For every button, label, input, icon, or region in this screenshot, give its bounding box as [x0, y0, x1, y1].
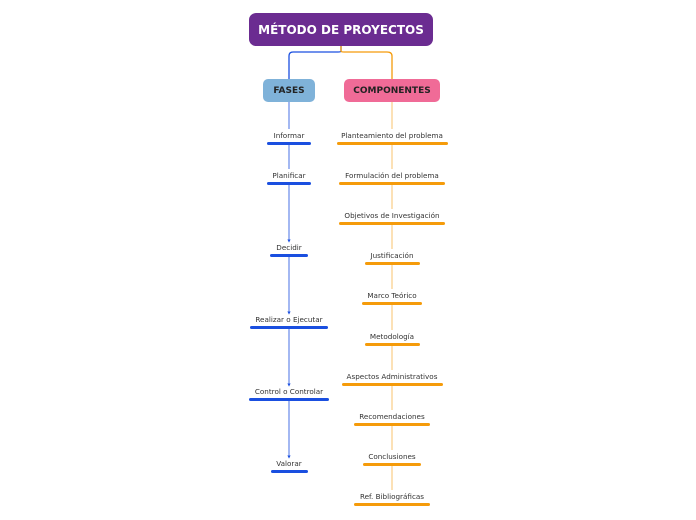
- componentes-item-label[interactable]: Conclusiones: [368, 452, 416, 461]
- componentes-item-label[interactable]: Justificación: [370, 251, 414, 260]
- fases-item-underline: [249, 398, 329, 401]
- componentes-item-label[interactable]: Planteamiento del problema: [341, 131, 443, 140]
- componentes-item-label[interactable]: Metodología: [369, 332, 415, 341]
- componentes-item-underline: [341, 383, 443, 386]
- componentes-item-label[interactable]: Recomendaciones: [359, 412, 425, 421]
- fases-item-label[interactable]: Realizar o Ejecutar: [255, 315, 323, 324]
- componentes-item-underline: [362, 302, 422, 305]
- root-to-componentes-connector: [340, 46, 393, 79]
- componentes-item-label[interactable]: Formulación del problema: [345, 171, 439, 180]
- fases-item-underline: [270, 470, 308, 473]
- fases-item-underline: [267, 182, 311, 185]
- componentes-item-underline: [354, 503, 430, 506]
- fases-topic[interactable]: FASES: [263, 79, 315, 102]
- componentes-item-label[interactable]: Aspectos Administrativos: [346, 372, 438, 381]
- componentes-item-underline: [336, 142, 448, 145]
- fases-item-underline: [250, 326, 328, 329]
- fases-item-label[interactable]: Control o Controlar: [254, 387, 324, 396]
- componentes-item-underline: [354, 423, 430, 426]
- fases-item-underline: [270, 254, 308, 257]
- componentes-item-label[interactable]: Marco Teórico: [367, 291, 417, 300]
- root-topic[interactable]: MÉTODO DE PROYECTOS: [249, 13, 433, 46]
- componentes-item-underline: [364, 262, 420, 265]
- fases-item-label[interactable]: Informar: [273, 131, 305, 140]
- fases-item-label[interactable]: Decidir: [276, 243, 302, 252]
- componentes-item-label[interactable]: Objetivos de Investigación: [344, 211, 440, 220]
- componentes-item-underline: [364, 343, 420, 346]
- fases-item-underline: [267, 142, 311, 145]
- componentes-item-underline: [339, 182, 445, 185]
- root-to-fases-connector: [288, 46, 342, 79]
- componentes-topic[interactable]: COMPONENTES: [344, 79, 440, 102]
- fases-item-label[interactable]: Valorar: [276, 459, 302, 468]
- fases-item-label[interactable]: Planificar: [272, 171, 306, 180]
- componentes-item-underline: [363, 463, 421, 466]
- componentes-item-underline: [339, 222, 445, 225]
- componentes-item-label[interactable]: Ref. Bibliográficas: [359, 492, 425, 501]
